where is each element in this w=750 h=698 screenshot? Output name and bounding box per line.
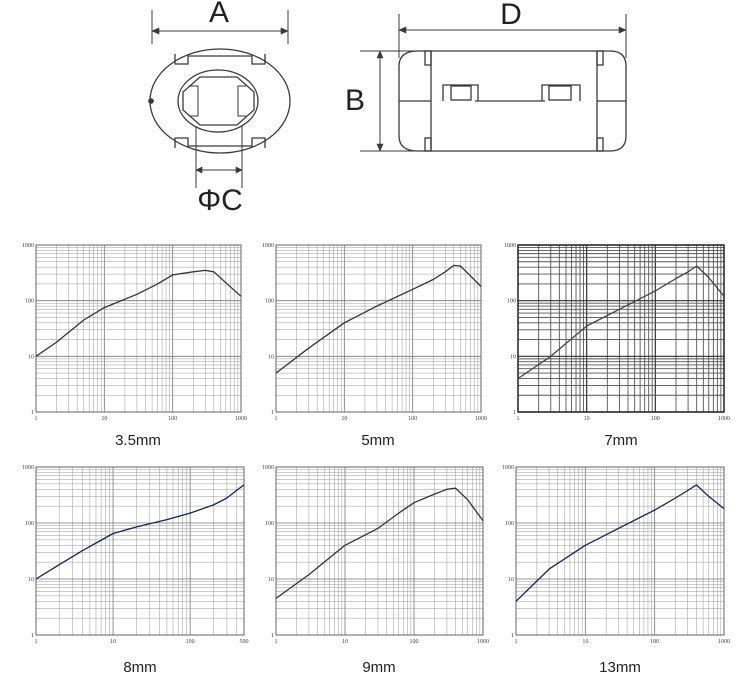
x-tick-label: 10 [110, 639, 116, 645]
impedance-curve [515, 484, 725, 602]
impedance-curve [35, 269, 242, 357]
y-tick-label: 1000 [22, 465, 34, 471]
y-tick-label: 10 [268, 354, 274, 360]
x-tick-label: 1000 [477, 639, 489, 645]
x-tick-label: 1 [515, 639, 518, 645]
chart-caption: 9mm [362, 659, 395, 676]
y-tick-label: 1000 [502, 465, 514, 471]
chart-4: 1 10 100 500 1 10 100 1000 8mm [22, 465, 249, 676]
end-view-drawing [148, 10, 291, 188]
chart-grid [35, 244, 242, 413]
x-tick-label: 1 [35, 416, 38, 422]
chart-grid [35, 466, 245, 636]
x-tick-label: 1000 [718, 639, 730, 645]
y-tick-label: 100 [505, 521, 514, 527]
chart-frame [275, 466, 484, 636]
x-tick-label: 100 [408, 416, 417, 422]
chart-grid [517, 244, 725, 413]
dimension-label-d: D [500, 0, 522, 31]
dimension-label-a: A [209, 0, 229, 29]
x-tick-label: 1000 [718, 416, 730, 422]
y-tick-label: 1 [31, 410, 34, 416]
y-tick-label: 1 [31, 633, 34, 639]
x-tick-label: 100 [410, 639, 419, 645]
x-tick-label: 10 [341, 416, 347, 422]
chart-frame [35, 466, 245, 636]
y-tick-label: 10 [508, 577, 514, 583]
chart-frame [35, 244, 242, 413]
impedance-curve [35, 484, 245, 580]
x-tick-label: 10 [342, 639, 348, 645]
side-view-drawing [360, 14, 627, 152]
x-tick-label: 100 [651, 416, 660, 422]
chart-caption: 13mm [599, 659, 641, 676]
x-tick-label: 10 [101, 416, 107, 422]
x-tick-label: 10 [584, 416, 590, 422]
chart-grid [515, 466, 725, 636]
y-tick-label: 100 [265, 299, 274, 305]
chart-frame [515, 466, 725, 636]
x-tick-label: 10 [582, 639, 588, 645]
impedance-curve [275, 264, 482, 374]
dimension-label-c: ΦC [197, 184, 243, 217]
dimension-label-b: B [345, 84, 365, 117]
y-tick-label: 100 [265, 521, 274, 527]
chart-caption: 7mm [604, 432, 637, 449]
chart-3: 1 10 100 1000 1 10 100 1000 7mm [504, 243, 730, 449]
chart-grid [275, 466, 484, 636]
y-tick-label: 100 [25, 299, 34, 305]
y-tick-label: 10 [268, 577, 274, 583]
x-tick-label: 1 [35, 639, 38, 645]
y-tick-label: 1 [271, 410, 274, 416]
y-tick-label: 1000 [262, 465, 274, 471]
x-tick-label: 1000 [235, 416, 247, 422]
x-tick-label: 100 [168, 416, 177, 422]
y-tick-label: 1000 [262, 243, 274, 249]
x-tick-label: 100 [186, 639, 195, 645]
chart-5: 1 10 100 1000 1 10 100 1000 9mm [262, 465, 489, 676]
chart-caption: 8mm [123, 659, 156, 676]
chart-6: 1 10 100 1000 1 10 100 1000 13mm [502, 465, 730, 676]
chart-caption: 3.5mm [115, 432, 161, 449]
y-tick-label: 10 [28, 354, 34, 360]
y-tick-label: 100 [25, 521, 34, 527]
y-tick-label: 10 [28, 577, 34, 583]
y-tick-label: 10 [510, 354, 516, 360]
x-tick-label: 1 [517, 416, 520, 422]
y-tick-label: 1 [513, 410, 516, 416]
chart-1: 1 10 100 1000 1 10 100 1000 3.5mm [22, 243, 247, 449]
impedance-curve [517, 265, 725, 380]
y-tick-label: 1 [271, 633, 274, 639]
chart-caption: 5mm [361, 432, 394, 449]
x-tick-label: 500 [240, 639, 249, 645]
y-tick-label: 1000 [22, 243, 34, 249]
chart-2: 1 10 100 1000 1 10 100 1000 5mm [262, 243, 487, 449]
y-tick-label: 100 [507, 299, 516, 305]
x-tick-label: 1 [275, 416, 278, 422]
chart-frame [517, 244, 725, 413]
chart-grid [275, 244, 482, 413]
x-tick-label: 1000 [475, 416, 487, 422]
impedance-charts: 1 10 100 1000 1 10 100 1000 3.5mm 1 10 100 1000 1 10 10… [22, 243, 730, 676]
y-tick-label: 1 [511, 633, 514, 639]
x-tick-label: 100 [650, 639, 659, 645]
y-tick-label: 1000 [504, 243, 516, 249]
x-tick-label: 1 [275, 639, 278, 645]
impedance-curve [275, 487, 484, 599]
chart-frame [275, 244, 482, 413]
